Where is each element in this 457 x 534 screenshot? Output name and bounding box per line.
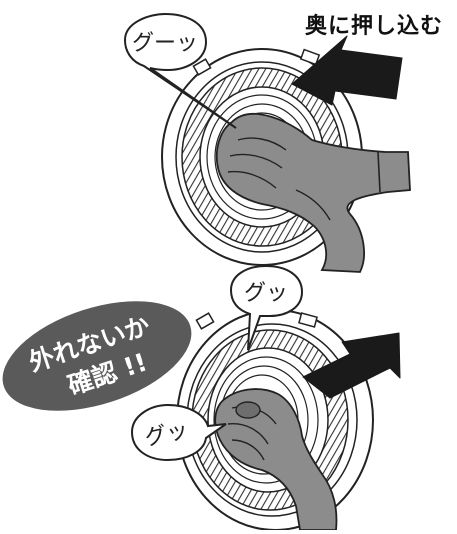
bubble-text-1: グーッ — [132, 31, 198, 56]
speech-bubble-1: グーッ — [123, 12, 237, 129]
push-instruction-text: 奥に押し込む — [304, 14, 443, 39]
step2-illustration: 外れないか 確認 !! グッ グッ — [2, 264, 401, 531]
speech-bubble-2: グッ — [229, 264, 304, 351]
check-badge: 外れないか 確認 !! — [2, 301, 192, 411]
gloved-hand-1 — [215, 112, 411, 273]
gloved-hand-2 — [214, 388, 338, 531]
bubble-text-2: グッ — [244, 281, 288, 306]
step1-illustration: グーッ — [123, 12, 411, 273]
push-arrow-icon — [291, 35, 403, 106]
pull-arrow-icon — [302, 332, 401, 399]
speech-bubble-3: グッ — [130, 403, 227, 462]
